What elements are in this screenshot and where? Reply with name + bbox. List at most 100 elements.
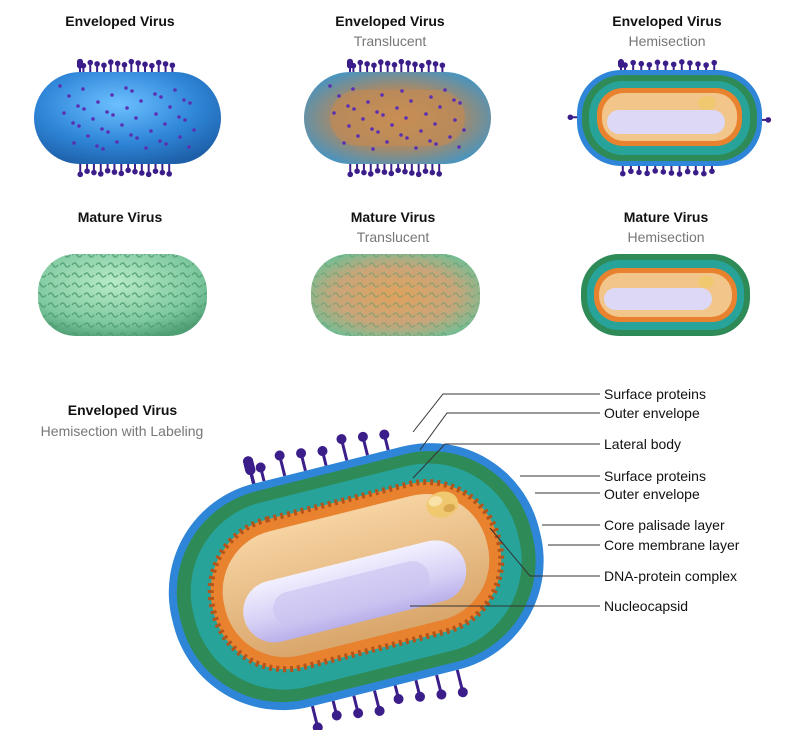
surface-dot: [448, 135, 452, 139]
spike-head: [636, 169, 642, 176]
surface-dot: [101, 147, 105, 151]
spike-head: [91, 169, 97, 176]
panel-subtitle-translucent: Translucent: [353, 33, 427, 49]
spike-head: [312, 722, 323, 730]
surface-dot: [433, 122, 437, 126]
panel-title-enveloped-translucent: Enveloped Virus: [335, 13, 445, 29]
surface-dot: [424, 112, 428, 116]
spike-head: [347, 61, 353, 68]
spike-head: [364, 61, 370, 67]
surface-dot: [371, 147, 375, 151]
spike-head: [128, 58, 135, 65]
surface-dot: [159, 95, 163, 99]
surface-dot: [144, 146, 148, 150]
enveloped-virus-illustration: [34, 58, 221, 178]
mature-virus-illustration: [38, 254, 207, 336]
surface-dot: [375, 110, 379, 114]
spike-head: [419, 62, 425, 69]
main-hemisection-illustration: [168, 429, 544, 730]
spike-head: [125, 167, 131, 174]
spike-head: [77, 61, 83, 68]
surface-spikes: [347, 58, 446, 178]
spike-head: [274, 450, 285, 461]
spike-head: [405, 60, 411, 66]
spike-head: [670, 61, 677, 68]
spike-head: [619, 170, 626, 177]
panel-title-enveloped: Enveloped Virus: [65, 13, 175, 29]
surface-dot: [351, 87, 355, 91]
surface-dot: [390, 123, 394, 127]
surface-dot: [158, 139, 162, 143]
spike-head: [412, 61, 418, 68]
spike-head: [84, 168, 90, 174]
surface-dot: [154, 112, 158, 116]
mature-hemisection-illustration: [581, 254, 750, 336]
spike-head: [662, 60, 669, 67]
spike-head: [155, 59, 162, 66]
spike-head: [701, 170, 707, 177]
spike-head: [646, 61, 653, 68]
spike-head: [684, 168, 691, 175]
spike-head: [104, 167, 111, 174]
surface-dot: [62, 111, 66, 115]
surface-dot: [443, 88, 447, 92]
spike-head: [361, 169, 367, 176]
surface-dot: [96, 100, 100, 104]
surface-dot: [81, 87, 85, 91]
surface-dot: [135, 136, 139, 140]
surface-dot: [129, 133, 133, 137]
spike-head: [703, 62, 709, 68]
main-title: Enveloped Virus: [67, 402, 178, 418]
spike-head: [152, 168, 159, 174]
main-subtitle: Hemisection with Labeling: [40, 423, 204, 439]
surface-dot: [149, 129, 153, 133]
spike-head: [679, 59, 685, 65]
spike-head: [395, 167, 401, 174]
surface-dot: [110, 93, 114, 97]
panel-subtitle-mature-hemisection: Hemisection: [627, 229, 705, 245]
surface-dot: [346, 104, 350, 108]
spike-head: [638, 60, 645, 67]
surface-dot: [120, 123, 124, 127]
surface-dot: [124, 86, 128, 90]
enveloped-translucent-illustration: [304, 58, 491, 178]
spike-head: [660, 169, 667, 175]
spike-head: [711, 59, 718, 66]
label-outer-envelope-2: Outer envelope: [604, 486, 700, 502]
spike-head: [432, 61, 439, 67]
surface-dot: [100, 127, 104, 131]
label-outer-envelope-1: Outer envelope: [604, 405, 700, 421]
spike-head: [87, 59, 94, 66]
spike-head: [357, 431, 368, 442]
surface-dot: [173, 88, 177, 92]
spike-head: [371, 62, 377, 69]
surface-proteins: [58, 84, 196, 151]
surface-dot: [130, 89, 134, 93]
surface-dot: [438, 105, 442, 109]
spike-head: [336, 434, 347, 445]
spike-head: [765, 117, 772, 123]
surface-dot: [429, 95, 433, 99]
spike-head: [654, 59, 661, 66]
spike-head: [414, 691, 425, 702]
envelope-body: [34, 72, 221, 164]
label-nucleocapsid: Nucleocapsid: [604, 598, 689, 614]
spike-head: [630, 59, 636, 66]
spike-head: [628, 168, 634, 175]
surface-dot: [405, 136, 409, 140]
spike-head: [166, 171, 173, 177]
surface-dot: [352, 107, 356, 111]
spike-head: [142, 61, 148, 68]
spike-head: [429, 169, 436, 176]
spike-head: [97, 171, 104, 177]
surface-dot: [86, 134, 90, 138]
dna-complex: [698, 96, 716, 110]
surface-dot: [91, 117, 95, 121]
surface-dot: [434, 142, 438, 146]
surface-dot: [376, 130, 380, 134]
surface-dot: [414, 146, 418, 150]
spike-head: [118, 170, 125, 177]
label-core-membrane-layer: Core membrane layer: [604, 537, 740, 553]
spike-head: [567, 114, 574, 121]
surface-dot: [168, 105, 172, 109]
